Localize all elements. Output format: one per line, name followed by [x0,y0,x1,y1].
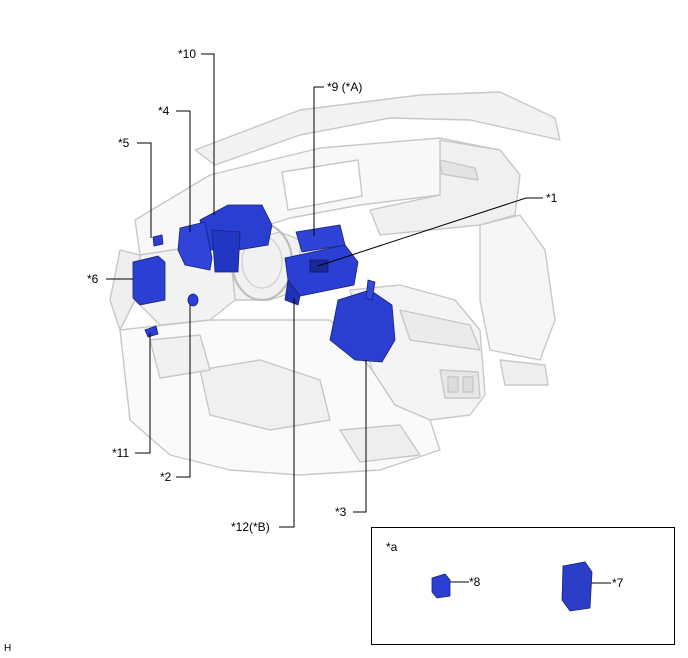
component-3-shift-assembly [329,289,396,363]
inset-title: *a [386,540,398,554]
component-7-inset [561,561,593,612]
callout-11: *11 [112,446,130,460]
callout-9: *9 (*A) [327,80,363,94]
leader-lines [106,53,611,584]
callout-6: *6 [87,272,99,286]
component-2-sensor [187,293,199,307]
callout-7: *7 [612,576,624,590]
figure-code: H [4,643,12,654]
callout-2: *2 [160,470,172,484]
callout-12: *12(*B) [231,520,270,534]
callout-5: *5 [118,136,130,150]
callout-8: *8 [469,575,481,589]
callout-1: *1 [546,191,558,205]
components [132,204,396,363]
component-11-part [144,325,159,338]
inset-components [431,561,593,612]
inset-panel [371,527,675,645]
component-4-module [177,221,213,271]
callout-3: *3 [335,505,347,519]
component-5-part [152,234,164,247]
component-6-ecu [132,255,166,306]
callout-4: *4 [158,104,170,118]
component-8-inset [431,573,451,599]
callout-10: *10 [178,47,197,61]
